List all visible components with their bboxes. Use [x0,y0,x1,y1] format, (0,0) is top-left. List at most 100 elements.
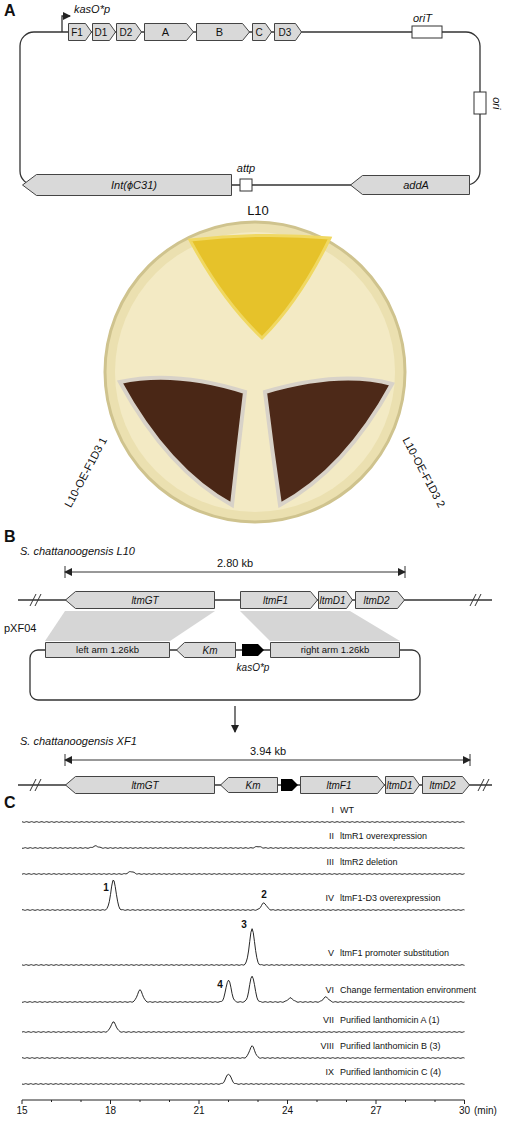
axis-tick [22,1100,23,1104]
arrow-outline [271,643,400,658]
promoter-arrow [281,779,298,791]
plasmid-backbone [20,32,480,185]
gene-name: B [216,26,223,38]
chromatogram-trace [22,872,465,875]
strain-name: S. chattanoogensis L10 [20,545,135,558]
panel-letter: B [4,528,16,546]
text-area: F1 [68,23,86,41]
gene-name: C [255,27,262,38]
arrow-outline [241,592,318,609]
gene-arrow: Int(ϕC31) [22,174,232,196]
strain-name: S. chattanoogensis XF1 [20,735,137,748]
panel-letter: C [4,794,16,812]
element-name: ori [491,97,504,109]
arrow-outline [356,592,405,609]
gene-arrow: left arm 1.26kb [45,642,170,658]
gene-arrow: ltmD2 [355,591,405,609]
text-area: ltmF1 [300,776,378,794]
text-area: ltmF1 [240,591,311,609]
process-arrow [234,706,235,732]
gene-name: D1 [95,27,108,38]
axis-tick [199,1100,200,1104]
axis-tick [51,1100,52,1102]
gene-arrow: right arm 1.26kb [270,642,400,658]
axis-tick-label: 24 [282,1105,293,1117]
trace-number: VIII [320,1041,334,1051]
gene-arrow: ltmGT [65,776,215,794]
gene-arrow: ltmD2 [422,776,470,794]
text-area: ltmD2 [355,591,398,609]
homology-region [240,611,400,641]
chromatogram-traces [22,822,465,1085]
gene-name: Km [246,780,261,791]
dish-agar [115,232,395,512]
text-area: B [196,23,243,41]
gene-name: Int(ϕC31) [111,179,157,191]
text-area: C [252,23,266,41]
trace-number: IX [325,1067,334,1077]
text-area: right arm 1.26kb [270,642,400,658]
gene-name: ltmGT [131,595,158,606]
gene-name: ltmGT [131,780,158,791]
trace-description: ltmF1 promoter substitution [340,948,449,958]
trace-number: VI [325,985,334,995]
arrow-outline [117,24,142,41]
text-area: ltmGT [75,591,215,609]
trace-description: Change fermentation environment [340,985,476,995]
text-area: Km [184,642,236,658]
gene-name: ltmD1 [319,595,345,606]
gene-arrow: A [144,23,194,41]
arrow-outline [46,643,170,658]
gene-arrow: ltmD1 [318,591,353,609]
promoter-name: kasO*p [237,662,270,674]
gene-arrow: C [252,23,272,41]
gene-name: ltmF1 [263,595,288,606]
axis-tick [376,1100,377,1104]
arrow-outline [386,777,420,794]
axis-tick-label: 21 [193,1105,204,1117]
peak-number: 2 [261,889,267,901]
arrow-outline [423,777,470,794]
dimension-label: 3.94 kb [250,745,286,758]
panel-letter: A [4,2,16,20]
trace-number: II [329,831,334,841]
gene-name: left arm 1.26kb [76,645,139,655]
trace-number: V [328,948,334,958]
text-area: addA [362,175,470,195]
element-name: attp [237,162,255,175]
gene-name: ltmD2 [363,595,389,606]
gene-arrow: F1 [68,23,92,41]
axis-tick [287,1100,288,1104]
arrow-outline [177,643,236,658]
strain-name: L10-OE-F1D3 2 [400,435,448,510]
axis-tick [258,1100,259,1102]
gene-arrow: ltmF1 [240,591,318,609]
arrow-outline [253,24,272,41]
trace-description: ltmR1 overexpression [340,831,427,841]
axis-ticks [22,1100,465,1104]
arrow-outline [301,777,385,794]
gene-arrow: ltmD1 [385,776,420,794]
gene-arrow: Km [220,777,278,793]
gene-arrow: addA [350,175,470,195]
peak-number: 4 [217,979,223,991]
gene-name: addA [403,179,429,191]
gene-arrow: ltmGT [65,591,215,609]
promoter-name: kasO*p [74,3,110,16]
text-area: ltmD1 [318,591,347,609]
brown-streak [265,379,392,505]
trace-number: I [331,805,334,815]
gene-arrow: ltmF1 [300,776,385,794]
text-area: D2 [116,23,136,41]
x-axis [22,1100,465,1101]
text-area: ltmGT [75,776,215,794]
arrow-outline [66,592,215,609]
chromatogram-trace [22,846,465,849]
gene-arrow: D3 [274,23,302,41]
text-area: A [144,23,187,41]
axis-tick-label: 30 [459,1105,470,1117]
axis-tick [110,1100,111,1104]
gene-name: F1 [71,27,83,38]
trace-description: ltmR2 deletion [340,857,398,867]
axis-unit: (min) [474,1105,497,1117]
